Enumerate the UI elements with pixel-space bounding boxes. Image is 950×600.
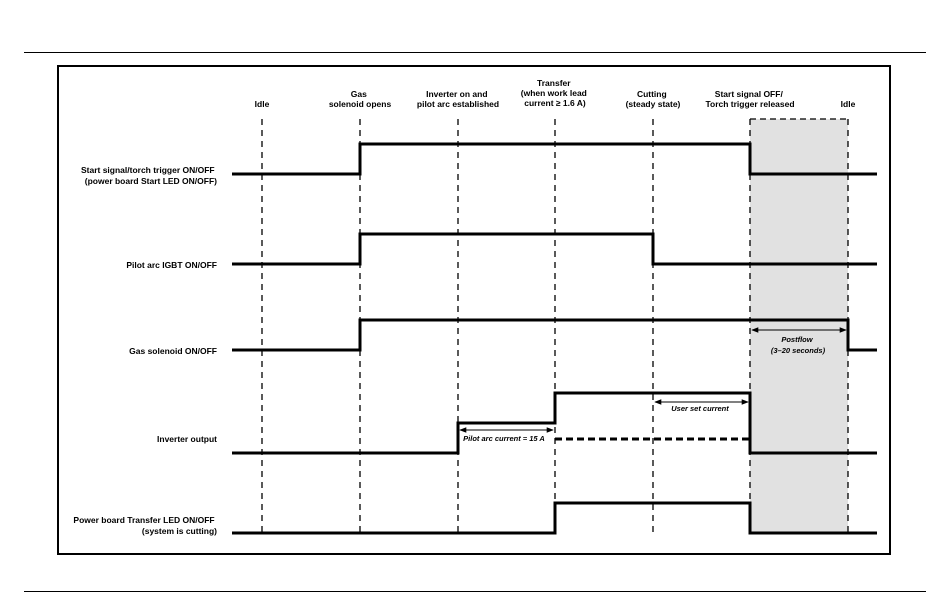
signal-label-gas-solenoid: Gas solenoid ON/OFF <box>129 346 217 356</box>
dimension-arrows <box>459 327 847 433</box>
signal-label-pilot-igbt: Pilot arc IGBT ON/OFF <box>126 260 217 270</box>
user-set-current-label: User set current <box>671 404 729 413</box>
signal-labels: Start signal/torch trigger ON/OFF (power… <box>73 165 217 536</box>
annotations: Postflow (3–20 seconds) User set current… <box>463 335 825 443</box>
waveforms <box>232 142 877 535</box>
postflow-shade <box>750 119 848 532</box>
waveform-inverter-output <box>232 391 877 455</box>
bottom-rule <box>24 591 926 592</box>
top-rule <box>24 52 926 53</box>
pilot-arc-current-label: Pilot arc current = 15 A <box>463 434 545 443</box>
phase-label-idle: Idle <box>255 99 270 109</box>
waveform-transfer-led <box>232 501 877 535</box>
phase-headers: Idle Gas solenoid opens Inverter on and … <box>255 78 856 109</box>
waveform-pilot-igbt <box>232 232 877 266</box>
waveform-gas-solenoid <box>232 318 877 352</box>
signal-label-transfer-led: Power board Transfer LED ON/OFF (system … <box>73 515 217 536</box>
phase-label-inverter-on: Inverter on and pilot arc established <box>417 89 499 109</box>
signal-label-start-signal: Start signal/torch trigger ON/OFF (power… <box>81 165 217 186</box>
phase-label-start-off: Start signal OFF/ Torch trigger released <box>705 89 794 109</box>
phase-label-transfer: Transfer (when work lead current ≥ 1.6 A… <box>521 78 590 108</box>
waveform-start-signal <box>232 142 877 176</box>
phase-boundaries <box>261 119 849 532</box>
phase-label-gas-solenoid: Gas solenoid opens <box>329 89 392 109</box>
signal-label-inverter-output: Inverter output <box>157 434 217 444</box>
phase-label-cutting: Cutting (steady state) <box>626 89 681 109</box>
diagram-frame <box>57 65 891 555</box>
phase-label-idle-end: Idle <box>841 99 856 109</box>
postflow-label: Postflow (3–20 seconds) <box>771 335 826 355</box>
